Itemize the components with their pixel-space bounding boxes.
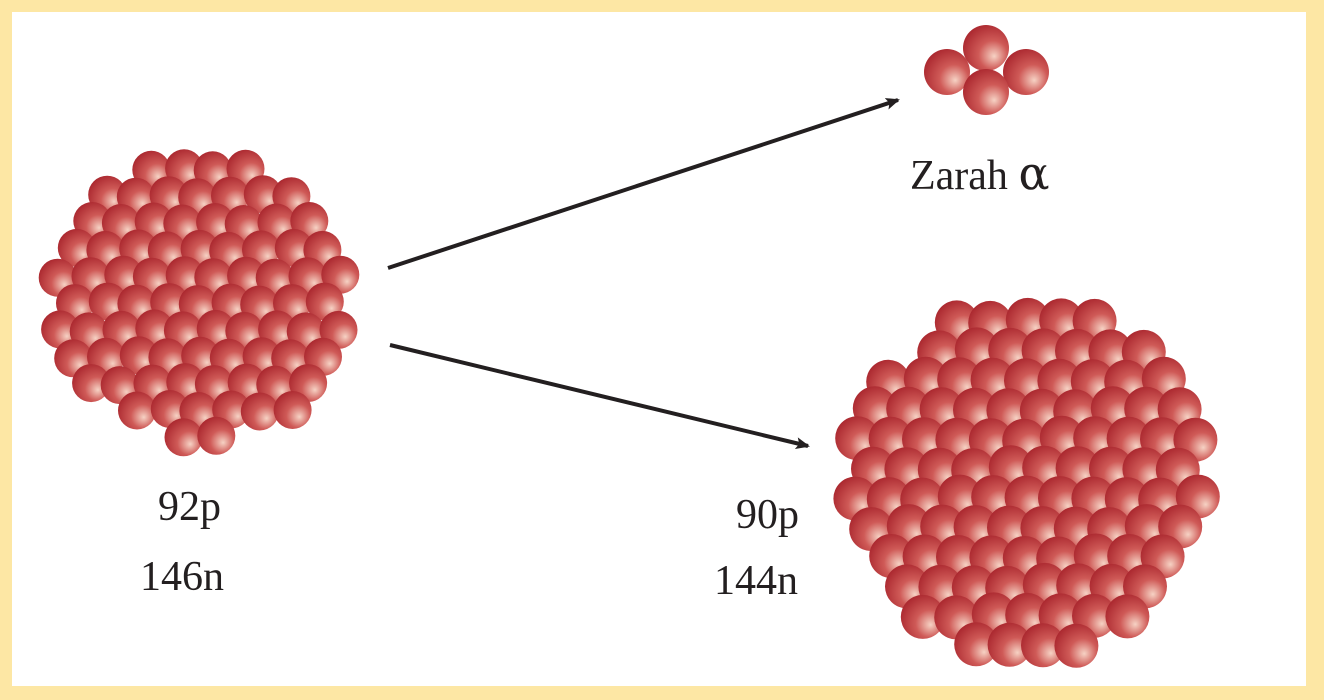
nucleon-sphere [963, 69, 1009, 115]
daughter-protons-label: 90p [736, 494, 799, 536]
nucleon-sphere [118, 392, 156, 430]
nucleon-sphere [1105, 594, 1149, 638]
nucleon-sphere [274, 391, 312, 429]
alpha-label-text: Zarah [910, 153, 1008, 199]
nucleon-sphere [963, 25, 1009, 71]
nucleon-sphere [241, 393, 279, 431]
alpha-symbol: α [1018, 146, 1049, 200]
parent-nucleus [39, 149, 360, 456]
parent-neutrons-label: 146n [140, 556, 224, 598]
nucleon-sphere [197, 417, 235, 455]
alpha-particle [924, 25, 1049, 115]
nucleon-sphere [924, 49, 970, 95]
alpha-particle-label: Zarah α [910, 150, 1050, 197]
arrow-to-alpha-particle [388, 100, 898, 268]
nucleon-sphere [165, 418, 203, 456]
daughter-nucleus [833, 298, 1219, 668]
arrow-to-daughter-nucleus [390, 345, 808, 446]
parent-protons-label: 92p [158, 486, 221, 528]
nucleon-sphere [1054, 624, 1098, 668]
nucleon-sphere [1003, 49, 1049, 95]
daughter-neutrons-label: 144n [714, 560, 798, 602]
